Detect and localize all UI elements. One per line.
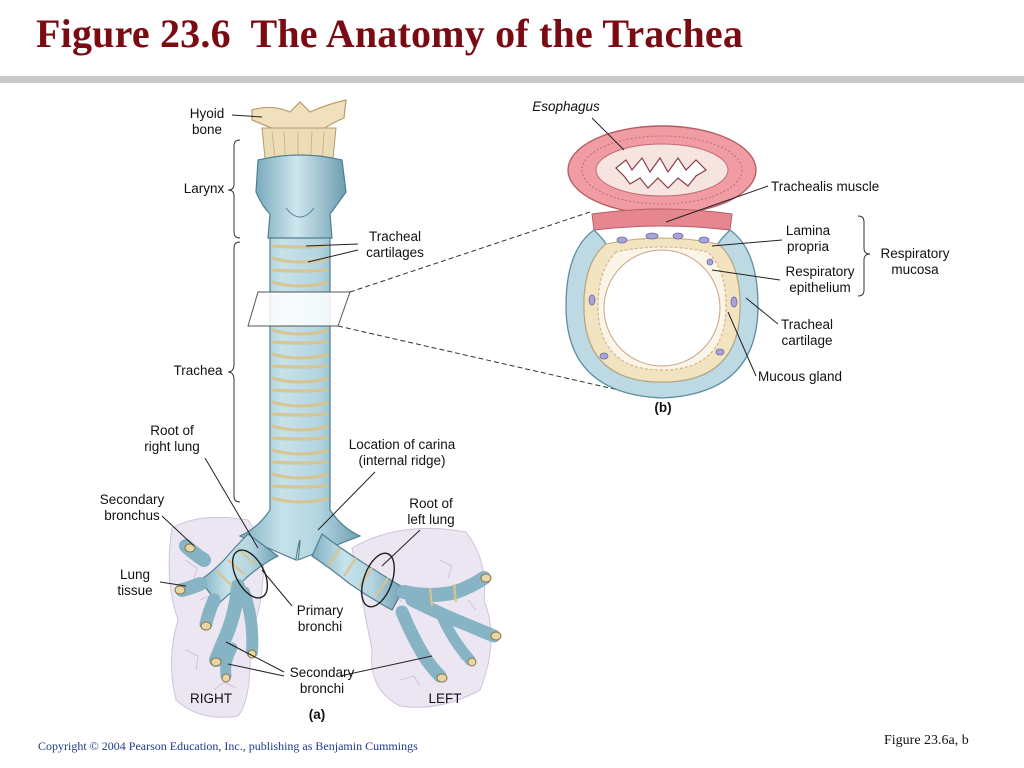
panel-b-leader-lines [591,117,783,377]
tracheal-cartilage-band [271,244,329,249]
tracheal-cartilage-band [271,424,329,432]
zoom-line-lower [337,325,637,395]
esophagus-lumen [615,156,707,189]
tracheal-cartilage-band [271,352,329,360]
label-location-carina: Location of carina(internal ridge) [348,437,456,468]
label-right-side: RIGHT [190,691,232,706]
tracheal-cartilage-band [271,484,329,489]
tracheal-cartilage-band [271,460,329,465]
slide-title: Figure 23.6 The Anatomy of the Trachea [36,11,744,56]
copyright-notice: Copyright © 2004 Pearson Education, Inc.… [38,739,418,753]
tracheal-cartilage-band [271,472,329,480]
label-mucous-gland: Mucous gland [758,369,843,384]
label-left-side: LEFT [428,691,462,706]
label-esophagus: Esophagus [532,99,600,114]
label-larynx: Larynx [183,181,225,196]
tracheal-cartilage-band [271,268,329,273]
tracheal-cartilage-band [271,400,329,408]
left-primary-bronchus [311,533,405,611]
mucous-glands [588,232,738,360]
larynx-bracket [227,139,241,239]
figure-reference: Figure 23.6a, b [884,733,969,748]
tracheal-cartilage-band [271,496,329,504]
right-bronchiole-openings [174,543,257,683]
title-rule [0,76,1024,83]
trachea-bracket [227,241,241,503]
tracheal-cartilage-rings [271,244,329,504]
tracheal-cartilage-band [271,340,329,345]
tracheal-cartilage-band [271,448,329,456]
tracheal-cartilage-band [271,280,329,288]
root-left-lung-outline [361,552,395,608]
left-lung-tissue [351,527,492,708]
left-bronchiole-openings [436,573,502,683]
panel-a-label: (a) [308,707,326,722]
larynx-shape [255,154,347,243]
section-cut-plane [247,291,351,327]
panel-b-label: (b) [654,400,672,415]
respiratory-mucosa-bracket [857,215,871,297]
root-right-lung-outline [231,549,269,599]
tracheal-cartilage-band [271,388,329,393]
tracheal-lumen [603,249,721,367]
label-trachea: Trachea [173,363,223,378]
tracheal-cartilage-band [271,364,329,369]
zoom-line-upper [349,211,591,293]
tracheal-cartilage-band [271,328,329,336]
trachealis-muscle-shape [591,208,733,231]
hyoid-bone-shape [251,99,347,131]
tracheal-cartilage-band [271,376,329,384]
tracheal-cartilage-band [271,412,329,417]
panel-a-leader-lines [159,114,433,677]
label-trachealis-muscle: Trachealis muscle [771,179,880,194]
tracheal-cartilage-band [271,256,329,264]
tracheal-cartilage-band [271,436,329,441]
